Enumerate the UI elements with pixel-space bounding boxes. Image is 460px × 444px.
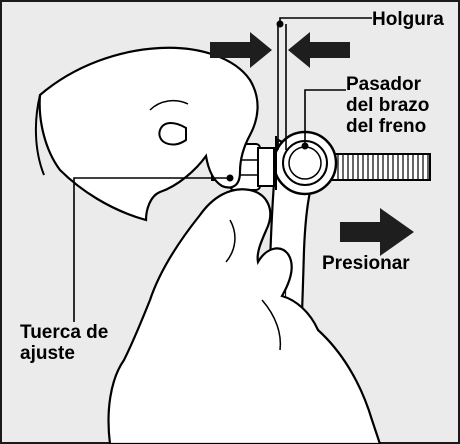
tuerca-leader (73, 177, 230, 322)
label-pasador-line1: Pasador (346, 74, 421, 95)
label-tuerca-line1: Tuerca de (20, 322, 109, 343)
brake-arm-pin (272, 130, 338, 196)
push-arrow (340, 208, 414, 256)
holgura-leader (279, 17, 372, 24)
clearance-arrow-left (288, 32, 350, 68)
label-tuerca-line2: ajuste (20, 343, 75, 364)
label-pasador-line2: del brazo (346, 95, 430, 116)
label-holgura: Holgura (372, 9, 444, 30)
clearance-arrow-right (210, 32, 272, 68)
label-pasador: Pasador del brazo del freno (346, 74, 429, 137)
lower-hand (107, 188, 382, 444)
upper-hand (38, 46, 259, 222)
label-pasador-line3: del freno (346, 116, 427, 137)
label-tuerca: Tuerca de ajuste (20, 322, 108, 364)
pasador-leader (304, 89, 346, 146)
label-presionar: Presionar (322, 253, 410, 274)
